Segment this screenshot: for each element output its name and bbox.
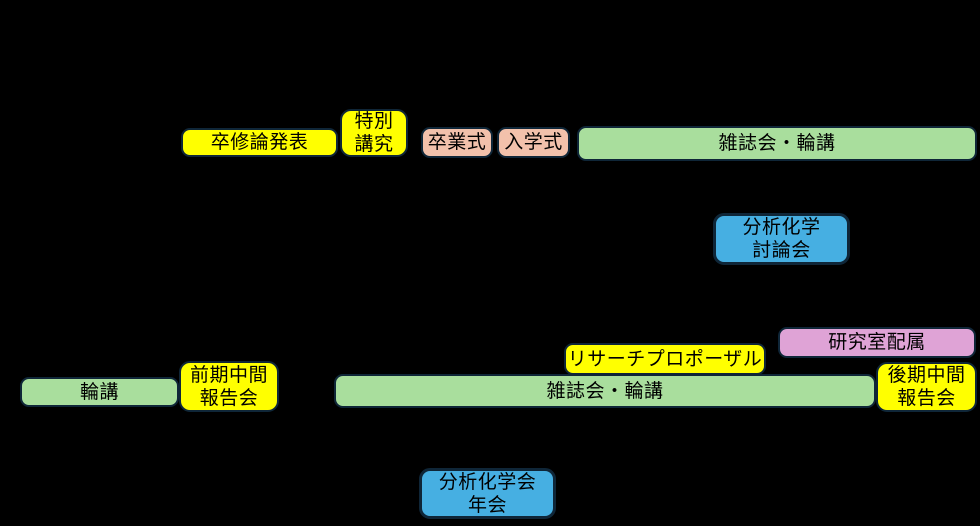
box-special-seminar: 特別 講究 xyxy=(340,109,408,157)
box-lab-assignment: 研究室配属 xyxy=(778,327,976,358)
box-journal-club-bottom: 雑誌会・輪講 xyxy=(334,374,876,408)
box-first-term-interim-report: 前期中間 報告会 xyxy=(179,361,279,412)
box-journal-club-top: 雑誌会・輪講 xyxy=(577,126,977,161)
box-entrance-ceremony: 入学式 xyxy=(497,127,570,158)
box-analytical-chem-annual-meeting: 分析化学会 年会 xyxy=(419,468,556,519)
box-graduation-ceremony: 卒業式 xyxy=(421,127,493,158)
box-rinkou-seminar: 輪講 xyxy=(20,377,179,407)
box-thesis-presentation: 卒修論発表 xyxy=(181,128,338,157)
box-research-proposal: リサーチプロポーザル xyxy=(564,343,766,375)
box-second-term-interim-report: 後期中間 報告会 xyxy=(876,362,977,412)
box-analytical-chem-symposium: 分析化学 討論会 xyxy=(713,213,850,265)
